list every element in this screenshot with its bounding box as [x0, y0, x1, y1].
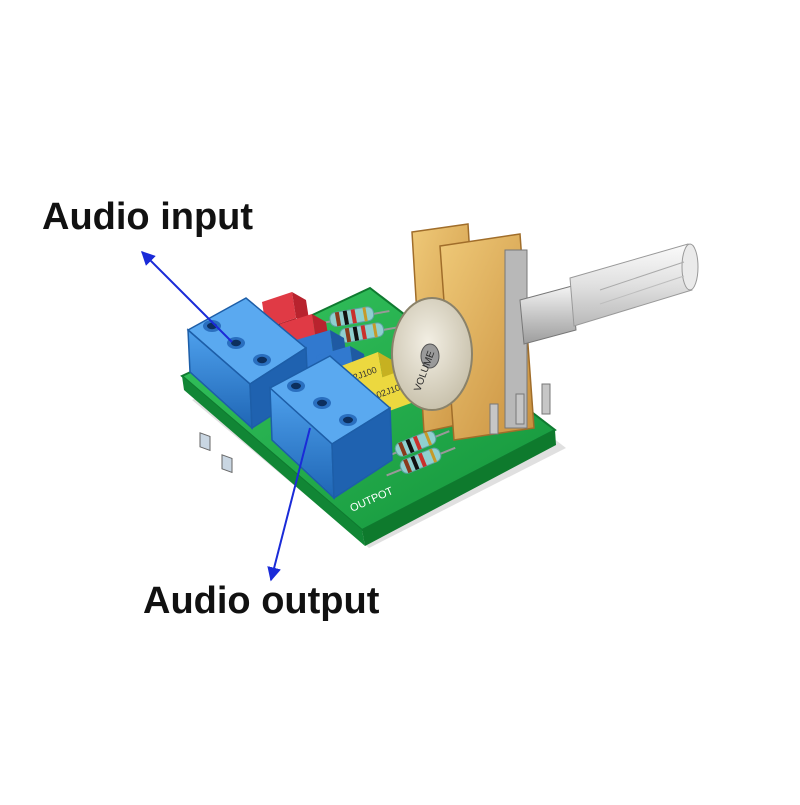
audio-output-label: Audio output: [143, 580, 380, 622]
output-arrow: [267, 427, 311, 582]
terminal-screw: [339, 414, 357, 426]
pot-dial: VOLUME: [391, 297, 473, 411]
potentiometer: VOLUME: [391, 223, 699, 441]
terminal-screw: [313, 397, 331, 409]
resistor-group: [312, 306, 456, 477]
resistor: [386, 446, 456, 477]
resistor: [312, 306, 390, 327]
output-terminal-block: [268, 355, 393, 500]
terminal-screw: [227, 337, 245, 349]
input-arrow: [141, 251, 233, 343]
pot-shaft: [519, 243, 699, 345]
terminal-screw: [253, 354, 271, 366]
terminal-screw: [287, 380, 305, 392]
audio-input-label: Audio input: [42, 196, 254, 238]
